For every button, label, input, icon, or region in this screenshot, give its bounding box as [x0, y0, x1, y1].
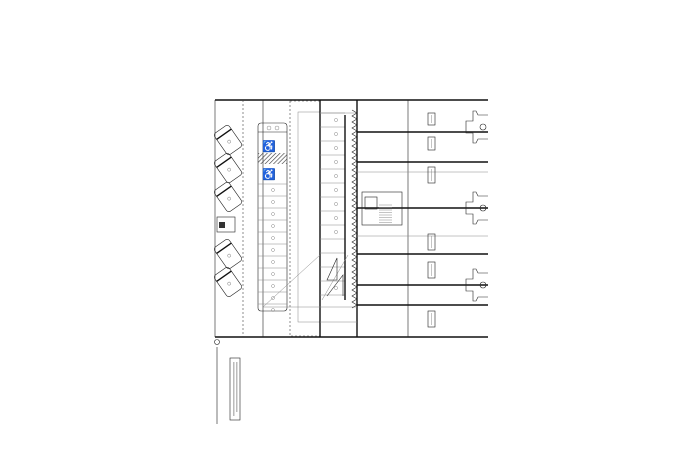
car — [214, 267, 242, 297]
car — [214, 239, 242, 269]
stall-marker — [334, 160, 338, 164]
vehicles — [214, 125, 242, 297]
fixtures — [465, 110, 488, 302]
room-label-box — [427, 136, 436, 151]
stall-marker — [271, 236, 275, 240]
car — [214, 125, 242, 155]
fixture-outline — [465, 268, 488, 302]
stall-marker — [271, 272, 275, 276]
room-label-box — [427, 233, 436, 251]
room-label-box — [427, 112, 436, 126]
title-block — [214, 339, 241, 424]
wheelchair-icon: ♿ — [262, 168, 276, 181]
stall-marker — [271, 296, 275, 300]
stall-marker — [334, 188, 338, 192]
fixture-outline — [465, 191, 488, 225]
stall-marker — [271, 200, 275, 204]
stall-marker — [334, 230, 338, 234]
stall-marker — [334, 132, 338, 136]
stair — [361, 191, 403, 226]
fixture-outline — [465, 110, 488, 144]
stall-marker — [271, 188, 275, 192]
hatched-aisle — [258, 153, 287, 164]
fixture-head — [479, 281, 487, 289]
car — [214, 153, 242, 183]
wheelchair-icon: ♿ — [262, 140, 276, 153]
room-label-box — [427, 310, 436, 328]
stall-marker — [334, 216, 338, 220]
ramp-lines — [262, 254, 357, 308]
fixture-head — [479, 123, 487, 131]
stall-marker — [334, 286, 338, 290]
room-labels — [427, 112, 436, 328]
room-label-box — [427, 261, 436, 279]
stall-marker — [271, 224, 275, 228]
plan-frame — [214, 99, 488, 338]
stall-marker — [271, 284, 275, 288]
kiosk — [216, 216, 236, 233]
room-label-box — [427, 166, 436, 184]
fixture-head — [479, 204, 487, 212]
stall-marker — [334, 146, 338, 150]
stall-marker — [271, 260, 275, 264]
accessible-parking-stack: ♿ ♿ — [257, 122, 288, 312]
stall-marker — [334, 118, 338, 122]
stall-marker — [271, 308, 275, 312]
parking-stalls — [320, 112, 346, 300]
stall-marker — [271, 248, 275, 252]
stall-marker — [334, 174, 338, 178]
stall-marker — [334, 202, 338, 206]
car — [214, 182, 242, 212]
zigzag-partition — [351, 109, 358, 309]
stall-marker — [271, 212, 275, 216]
